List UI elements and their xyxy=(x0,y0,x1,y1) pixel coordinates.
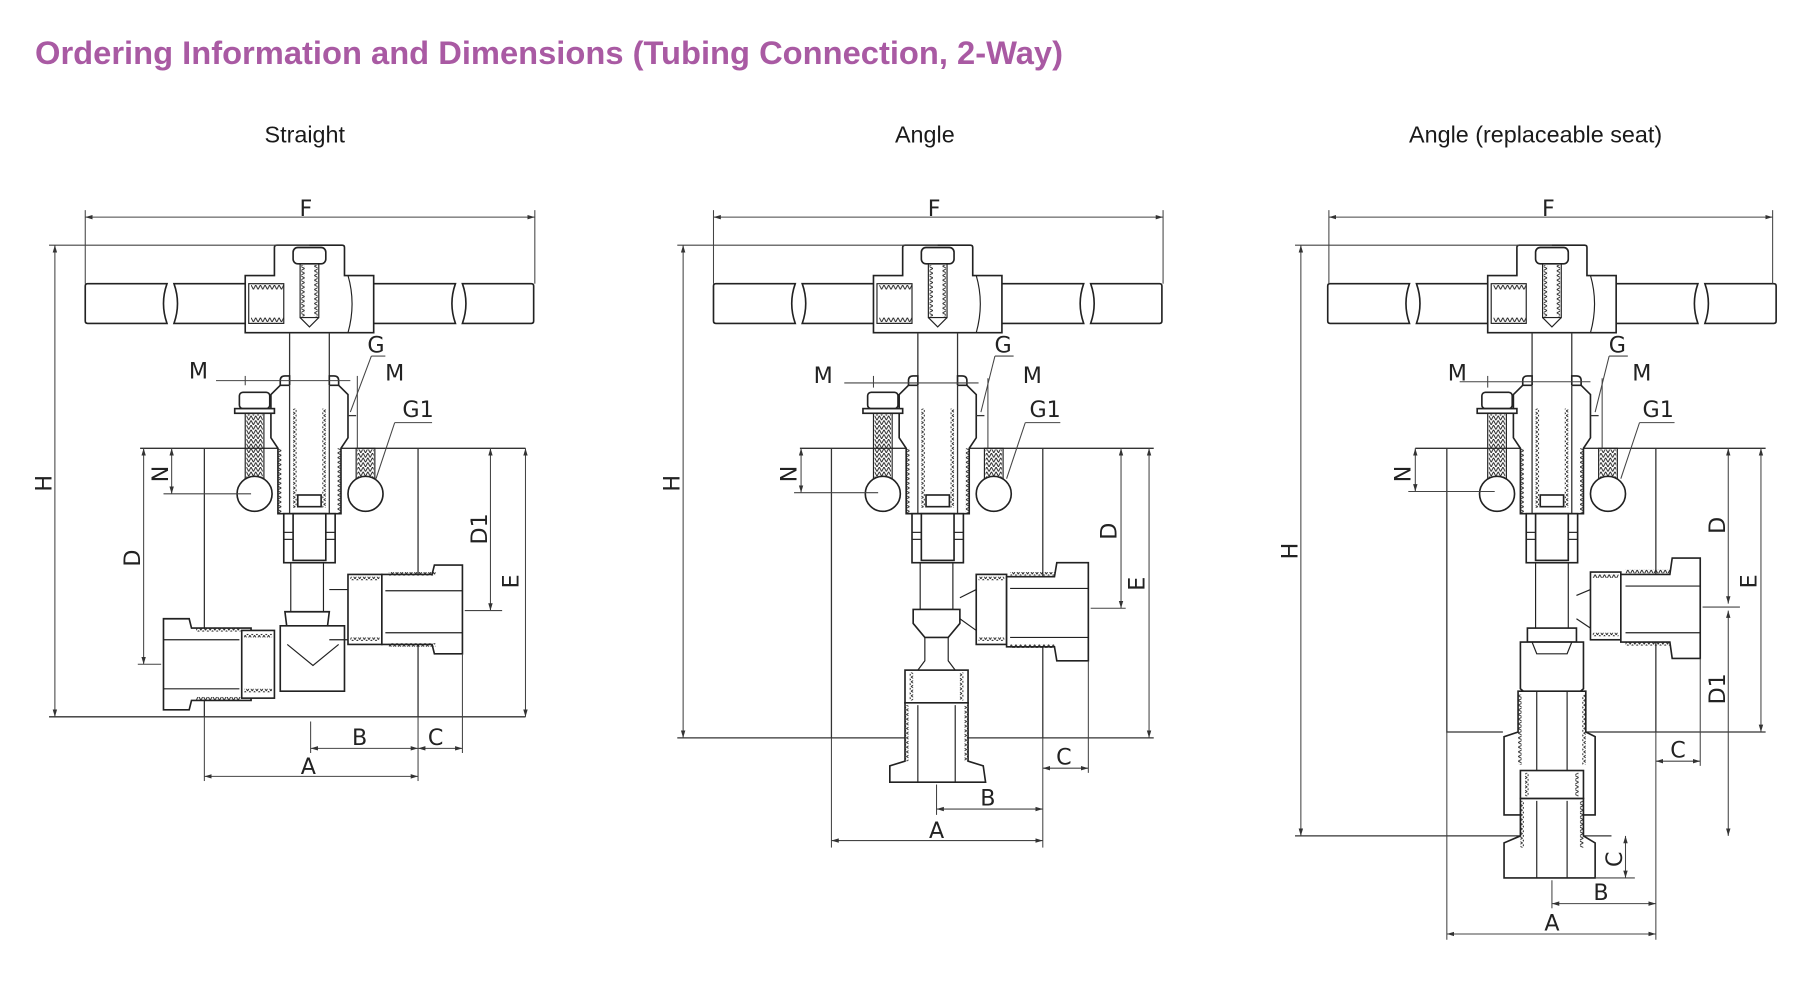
label-m-right: M xyxy=(1632,361,1651,387)
diagram-angle: Angle F H xyxy=(660,121,1164,848)
label-b: B xyxy=(352,725,367,751)
label-b: B xyxy=(980,786,995,812)
label-d1: D1 xyxy=(467,513,493,544)
label-g1: G1 xyxy=(1643,397,1674,423)
diagram-angle-replaceable-seat: Angle (replaceable seat) xyxy=(1277,121,1777,940)
label-e: E xyxy=(1124,577,1150,591)
label-f: F xyxy=(928,196,941,222)
handle-assembly xyxy=(712,244,1163,564)
valve-body-internals xyxy=(162,562,464,711)
label-d1: D1 xyxy=(1705,673,1731,704)
label-b: B xyxy=(1593,880,1608,906)
label-c: C xyxy=(428,725,443,751)
valve-body-internals xyxy=(889,561,1090,784)
diagram-caption: Angle xyxy=(895,121,955,147)
label-n: N xyxy=(776,466,802,483)
label-m-left: M xyxy=(814,363,833,389)
label-g: G xyxy=(1609,333,1626,359)
label-m-right: M xyxy=(1023,363,1042,389)
label-a: A xyxy=(1544,910,1559,936)
label-c-side: C xyxy=(1670,738,1685,764)
page-title: Ordering Information and Dimensions (Tub… xyxy=(35,34,1063,71)
label-d: D xyxy=(1096,523,1122,540)
label-e: E xyxy=(498,574,524,588)
label-m-left: M xyxy=(189,358,208,384)
label-g: G xyxy=(994,333,1011,359)
label-g: G xyxy=(367,333,384,359)
label-g1: G1 xyxy=(1029,397,1060,423)
label-a: A xyxy=(301,754,316,780)
label-g1: G1 xyxy=(402,397,433,423)
label-d: D xyxy=(1705,517,1731,534)
label-n: N xyxy=(1391,466,1417,483)
handle-assembly xyxy=(1326,244,1777,564)
label-d: D xyxy=(120,550,146,567)
label-f: F xyxy=(1542,196,1555,222)
label-m-right: M xyxy=(385,361,404,387)
label-m-left: M xyxy=(1448,361,1467,387)
valve-body-internals xyxy=(1503,557,1702,879)
diagram-caption: Angle (replaceable seat) xyxy=(1409,121,1662,147)
label-a: A xyxy=(929,818,944,844)
diagram-caption: Straight xyxy=(265,121,346,147)
label-f: F xyxy=(300,196,313,222)
label-c: C xyxy=(1056,745,1071,771)
diagram-straight: Straight xyxy=(31,121,536,782)
label-n: N xyxy=(148,466,174,483)
label-h: H xyxy=(660,475,686,492)
label-c-bottom: C xyxy=(1602,852,1628,867)
label-h: H xyxy=(31,475,57,492)
label-e: E xyxy=(1736,574,1762,588)
label-h: H xyxy=(1277,543,1303,560)
